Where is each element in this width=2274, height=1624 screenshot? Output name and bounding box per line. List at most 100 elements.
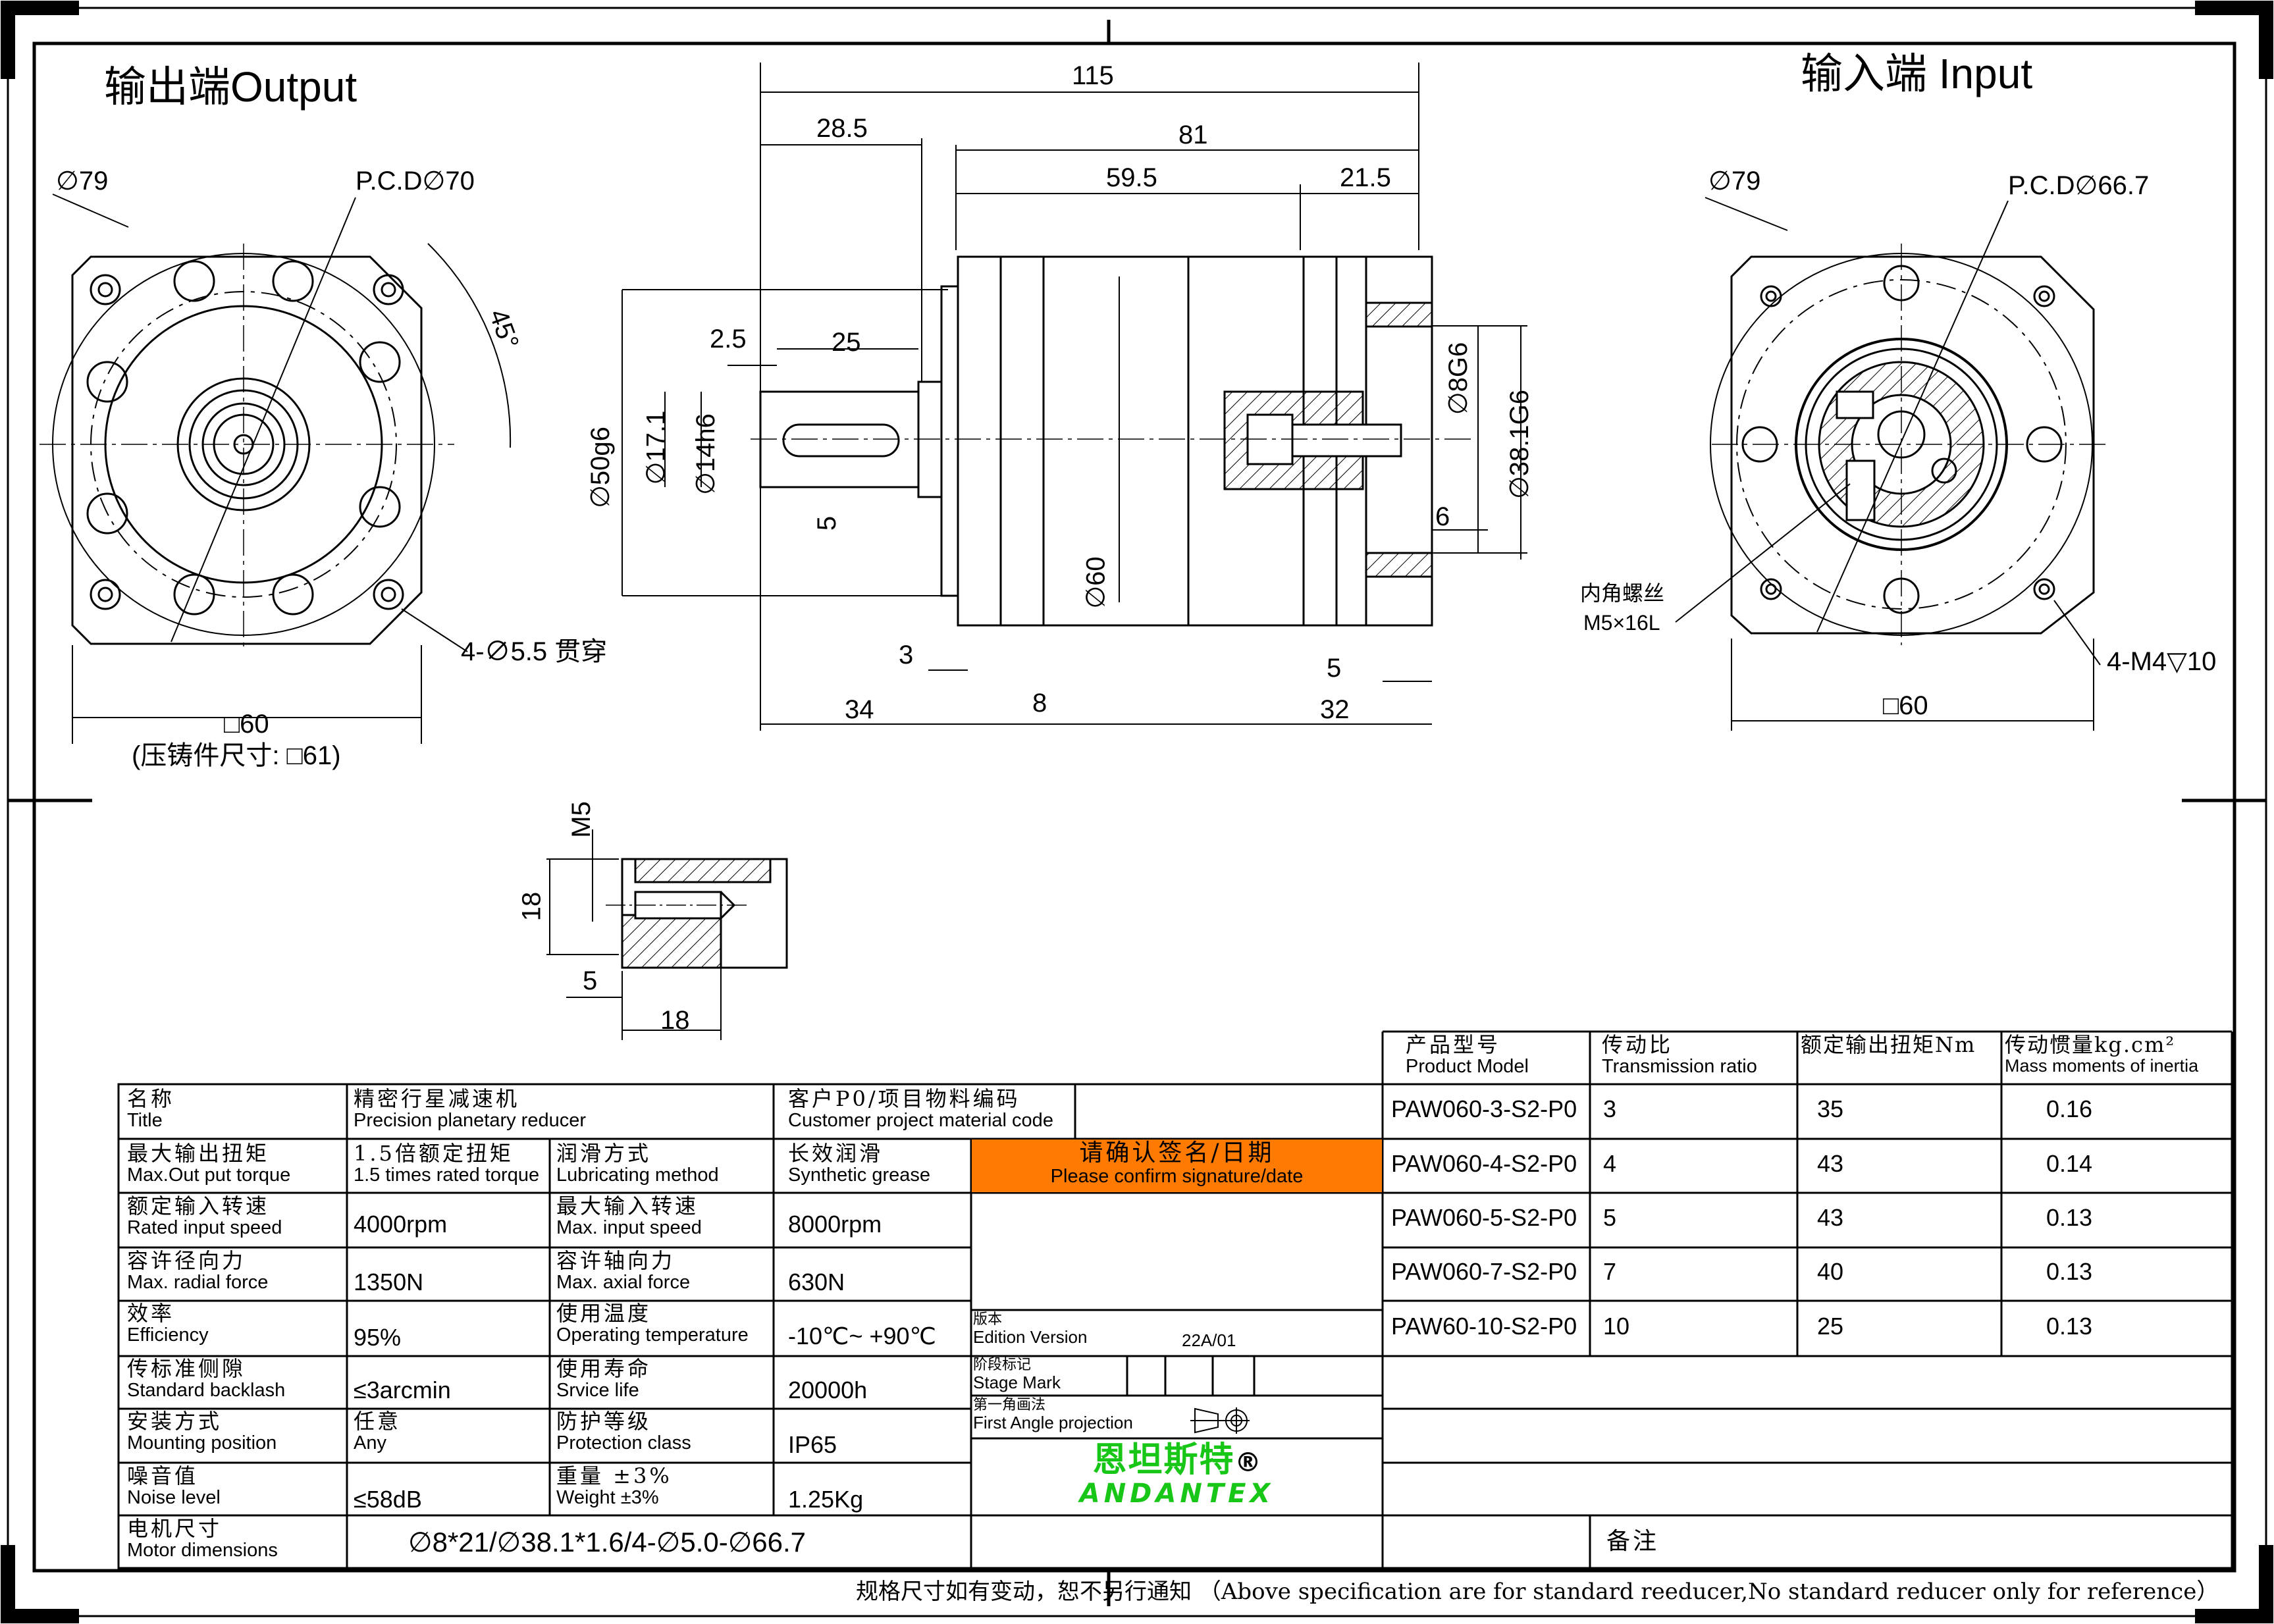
life-value: 20000h [788, 1377, 867, 1403]
dim-115: 115 [1072, 61, 1114, 90]
motor-en: Motor dimensions [127, 1540, 278, 1561]
confirm-en: Please confirm signature/date [1050, 1165, 1304, 1187]
model-model-cell: PAW060-4-S2-P0 [1391, 1150, 1577, 1177]
prot-cn: 防护等级 [556, 1409, 652, 1434]
mount-val-cn: 任意 [354, 1409, 402, 1434]
axial-en: Max. axial force [556, 1272, 691, 1294]
rated-val: 4000rpm [354, 1211, 448, 1238]
remark-label: 备注 [1606, 1529, 1659, 1555]
title-cn: 名称 [127, 1086, 175, 1111]
temp-value: -10℃~ +90℃ [788, 1323, 936, 1349]
rated-speed-value: 4000rpm [354, 1211, 447, 1238]
ed-cn: 版本 [973, 1311, 1003, 1328]
brand-cn: 恩坦斯特 [1092, 1440, 1235, 1480]
brand-reg: ® [1234, 1448, 1261, 1478]
dim-34: 34 [845, 695, 874, 724]
motor-cn: 电机尺寸 [127, 1516, 223, 1541]
confirm-highlight [972, 1139, 1382, 1192]
out-square-label: □60 [224, 710, 269, 739]
input-title: 输入端 Input [1801, 50, 2033, 97]
detail-view [546, 829, 788, 1040]
detail-m5: M5 [566, 801, 596, 838]
lube-val-en: Synthetic grease [788, 1165, 931, 1186]
model-inertia-cell: 0.13 [2046, 1313, 2093, 1340]
footer-note: 规格尺寸如有变动，恕不另行通知 （Above specification are… [856, 1579, 2219, 1605]
back-en: Standard backlash [127, 1380, 286, 1401]
dim-5-bottom: 5 [1327, 654, 1342, 683]
dim-phi8: ∅8G6 [1444, 342, 1473, 415]
input-flange-view [1675, 197, 2107, 731]
projection-symbol-icon [1190, 1407, 1250, 1434]
noise-en: Noise level [127, 1487, 221, 1509]
radial-val: 1350N [354, 1269, 424, 1296]
detail-18-horiz: 18 [660, 1006, 690, 1035]
weight-label: 重量 ±3%Weight ±3% [556, 1464, 672, 1509]
radial-cn: 容许径向力 [127, 1248, 246, 1273]
radial-value: 1350N [354, 1269, 423, 1296]
prot-val: IP65 [788, 1431, 837, 1458]
rated-cn: 额定输入转速 [127, 1193, 270, 1218]
title-block-grid [117, 1030, 2233, 1569]
model-torque-cell: 43 [1817, 1150, 1844, 1177]
edition-value: 22A/01 [1182, 1331, 1236, 1350]
detail-18-vert: 18 [517, 891, 546, 922]
rated-en: Rated input speed [127, 1217, 282, 1239]
h-ratio-en: Transmission ratio [1602, 1056, 1757, 1078]
in-phi79-label: ∅79 [1708, 167, 1761, 196]
weight-en: Weight ±3% [556, 1487, 659, 1509]
dim-28-5: 28.5 [816, 114, 868, 143]
dim-phi14: ∅14h6 [691, 413, 720, 495]
ed-en: Edition Version [973, 1327, 1088, 1348]
model-model-cell: PAW060-7-S2-P0 [1391, 1258, 1577, 1285]
brand-logo: 恩坦斯特® ANDANTEX [972, 1440, 1382, 1508]
dim-81: 81 [1178, 120, 1208, 149]
ed-val: 22A/01 [1182, 1330, 1236, 1350]
dim-8: 8 [1032, 689, 1047, 718]
max-input-value: 8000rpm [788, 1211, 882, 1238]
lube-en: Lubricating method [556, 1165, 719, 1186]
confirm-cn: 请确认签名/日期 [1079, 1139, 1275, 1166]
model-torque-cell: 43 [1817, 1204, 1844, 1231]
out-pcd-label: P.C.D∅70 [356, 167, 475, 196]
back-val: ≤3arcmin [354, 1376, 451, 1403]
output-flange-view [40, 194, 512, 744]
life-en: Srvice life [556, 1380, 639, 1401]
detail-5: 5 [583, 966, 598, 995]
dim-25: 25 [832, 328, 861, 357]
in-thread-label: 4-M4▽10 [2107, 647, 2217, 676]
temp-cn: 使用温度 [556, 1301, 652, 1326]
h-ratio-cn: 传动比 [1602, 1032, 1674, 1057]
model-ratio-cell: 5 [1603, 1204, 1617, 1231]
weight-value: 1.25Kg [788, 1486, 863, 1513]
eff-val: 95% [354, 1324, 402, 1351]
h-inertia-en: Mass moments of inertia [2005, 1056, 2199, 1076]
model-ratio-cell: 7 [1603, 1258, 1617, 1285]
efficiency-value: 95% [354, 1324, 401, 1351]
prot-en: Protection class [556, 1432, 691, 1454]
dim-3: 3 [899, 641, 914, 669]
lube-val-cn: 长效润滑 [788, 1141, 884, 1166]
eff-cn: 效率 [127, 1301, 175, 1326]
dim-5-key: 5 [812, 515, 842, 531]
lube-cn: 润滑方式 [556, 1141, 652, 1166]
protection-value: IP65 [788, 1432, 837, 1458]
life-val: 20000h [788, 1376, 868, 1403]
noise-val: ≤58dB [354, 1486, 422, 1513]
proj-cn: 第一角画法 [973, 1397, 1046, 1413]
